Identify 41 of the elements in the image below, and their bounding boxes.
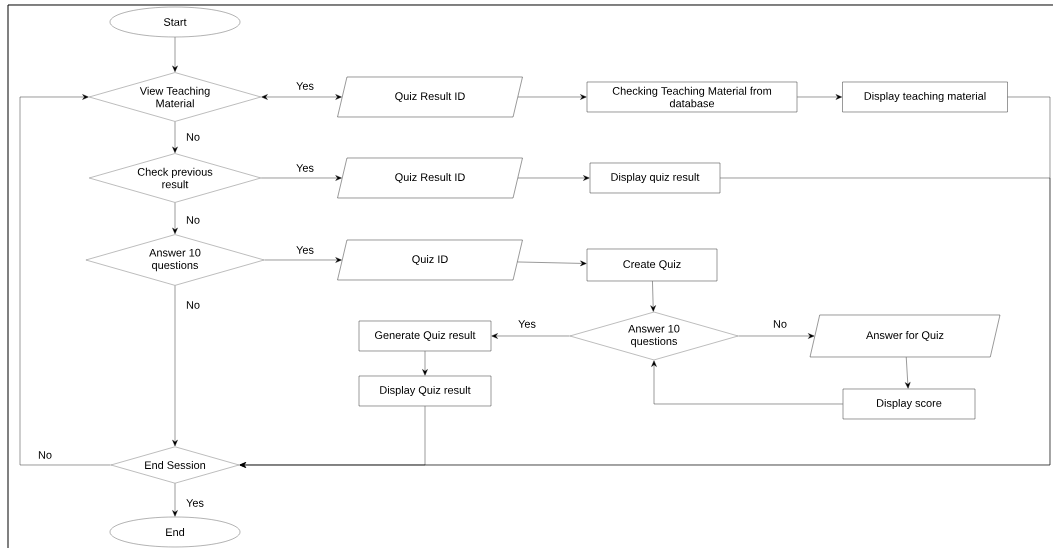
arrow <box>738 333 815 339</box>
data-parallelogram: Quiz ID <box>337 239 523 281</box>
process-box: Display quiz result <box>589 162 721 194</box>
edge-label: No <box>185 132 201 142</box>
arrow <box>517 94 587 100</box>
arrow <box>422 351 428 376</box>
arrow <box>261 94 342 100</box>
arrow <box>264 257 342 263</box>
process-box: Generate Quiz result <box>358 320 492 352</box>
arrow <box>172 285 178 447</box>
process-box: Display Quiz result <box>358 375 492 407</box>
arrow <box>517 175 590 181</box>
edge-label: No <box>185 215 201 225</box>
edge-label: Yes <box>295 245 315 255</box>
arrow <box>239 406 426 468</box>
data-parallelogram: Quiz Result ID <box>337 76 523 118</box>
arrow <box>491 333 570 339</box>
edge-label: Yes <box>517 319 537 329</box>
arrow <box>172 202 178 234</box>
arrow <box>19 94 111 466</box>
arrow <box>651 360 843 405</box>
arrow <box>650 281 656 312</box>
process-box: Display score <box>842 388 976 420</box>
process-box: Checking Teaching Material from database <box>586 81 798 113</box>
arrow <box>517 260 587 267</box>
arrow <box>172 483 178 517</box>
edge-label: Yes <box>295 163 315 173</box>
edge-label: No <box>772 319 788 329</box>
arrow <box>905 357 911 389</box>
edge-label: No <box>185 300 201 310</box>
data-parallelogram: Quiz Result ID <box>337 157 523 199</box>
edge-label: No <box>37 450 53 460</box>
arrow <box>172 37 178 72</box>
process-box: Create Quiz <box>586 248 718 282</box>
edge-label: Yes <box>295 81 315 91</box>
data-parallelogram: Answer for Quiz <box>809 314 1001 358</box>
arrow <box>260 175 342 181</box>
process-box: Display teaching material <box>842 81 1008 113</box>
arrow <box>172 121 178 153</box>
edge-label: Yes <box>185 498 205 508</box>
arrow <box>797 94 842 100</box>
